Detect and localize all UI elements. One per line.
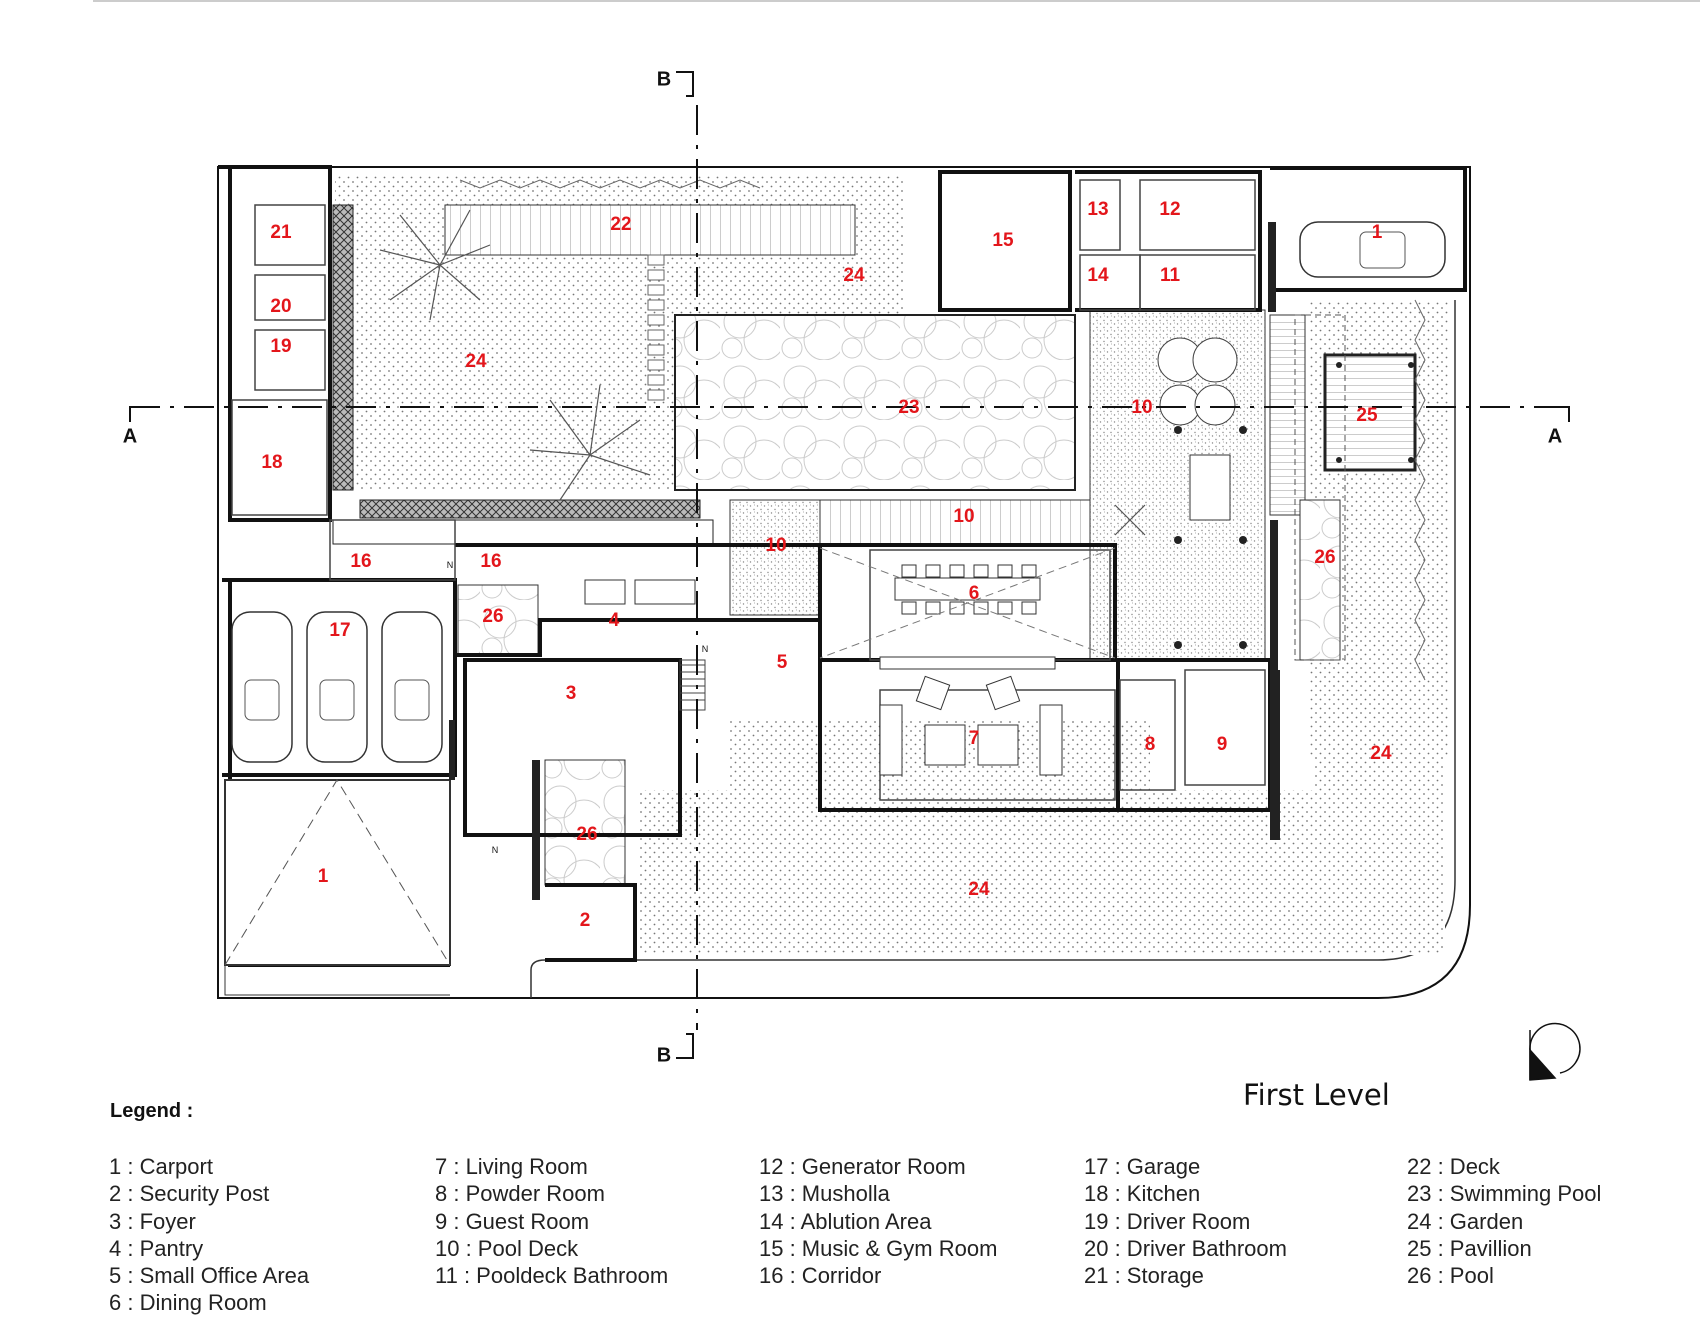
room-label-kitchen: 18 [261,452,282,473]
room-label-music-gym: 15 [992,230,1014,251]
room-label-garden: 24 [968,879,990,900]
legend-item: 8 : Powder Room [435,1181,605,1207]
room-label-swimming-pool: 23 [898,397,919,418]
room-label-garden: 24 [1370,743,1392,764]
section-marker-a-left: A [123,425,137,447]
room-label-garage: 17 [329,620,350,641]
legend-item: 20 : Driver Bathroom [1084,1235,1287,1261]
room-label-office: 5 [777,652,788,673]
legend-item: 4 : Pantry [109,1235,204,1261]
legend-item: 7 : Living Room [435,1154,588,1179]
legend-item: 11 : Pooldeck Bathroom [435,1263,669,1289]
room-label-generator: 12 [1159,199,1180,220]
room-label-corridor: 16 [480,551,501,572]
section-marker-a-right: A [1548,425,1562,447]
legend-column: 1 : Carport 2 : Security Post 3 : Foyer … [109,1153,309,1317]
legend-item: 15 : Music & Gym Room [759,1235,998,1261]
legend-item: 3 : Foyer [109,1208,196,1234]
legend-item: 22 : Deck [1407,1154,1500,1179]
room-label-foyer: 3 [566,683,577,704]
room-label-ablution: 14 [1087,265,1109,286]
north-marker: N [447,560,454,570]
room-label-corridor: 16 [350,551,371,572]
room-label-carport-car: 1 [1372,222,1383,243]
level-title: First Level [1243,1078,1390,1112]
legend-item: 5 : Small Office Area [109,1263,310,1289]
room-label-pool-deck: 10 [765,535,786,556]
room-label-pooldeck-bath: 11 [1160,265,1181,286]
room-label-guest: 9 [1217,734,1228,755]
legend-item: 14 : Ablution Area [759,1208,932,1234]
legend-column: 12 : Generator Room 13 : Musholla 14 : A… [759,1153,997,1289]
room-label-pool: 26 [1314,547,1335,568]
legend-item: 17 : Garage [1084,1154,1201,1179]
section-marker-b-top: B [657,68,671,90]
room-label-living: 7 [969,728,980,749]
north-marker: N [702,644,709,654]
room-label-driver-bath: 20 [270,296,291,317]
room-label-security: 2 [580,910,591,931]
room-label-driver-room: 19 [270,336,291,357]
legend-item: 6 : Dining Room [109,1290,267,1316]
room-label-garden: 24 [843,265,865,286]
legend-item: 12 : Generator Room [759,1154,966,1179]
legend-item: 21 : Storage [1084,1263,1204,1289]
legend-item: 9 : Guest Room [435,1208,590,1234]
legend-heading: Legend : [110,1100,194,1122]
legend-item: 13 : Musholla [759,1181,890,1207]
room-label-pool-deck: 10 [953,506,974,527]
legend-item: 2 : Security Post [109,1181,270,1207]
legend-item: 10 : Pool Deck [435,1235,579,1261]
legend-item: 24 : Garden [1407,1208,1524,1234]
room-label-deck: 22 [610,214,631,235]
legend-column: 7 : Living Room 8 : Powder Room 9 : Gues… [435,1153,668,1289]
legend-item: 1 : Carport [109,1154,213,1179]
legend-item: 25 : Pavillion [1407,1235,1532,1261]
legend-item: 23 : Swimming Pool [1407,1181,1602,1207]
section-marker-b-bottom: B [657,1044,671,1066]
legend-item: 19 : Driver Room [1084,1208,1251,1234]
room-label-pool: 26 [576,824,597,845]
room-label-pool-deck: 10 [1131,397,1152,418]
room-label-carport: 1 [318,866,329,887]
legend-item: 18 : Kitchen [1084,1181,1201,1207]
room-label-dining: 6 [969,583,980,604]
legend-item: 26 : Pool [1407,1263,1494,1289]
room-label-pantry: 4 [609,610,620,631]
legend-item: 16 : Corridor [759,1263,882,1289]
room-label-pool: 26 [482,606,503,627]
room-label-storage: 21 [270,222,292,243]
room-label-garden: 24 [465,351,487,372]
room-label-musholla: 13 [1087,199,1108,220]
room-label-powder: 8 [1145,734,1156,755]
north-marker: N [492,845,499,855]
legend-column: 17 : Garage 18 : Kitchen 19 : Driver Roo… [1084,1153,1287,1289]
room-label-pavillion: 25 [1356,405,1378,426]
north-arrow-icon [1529,1022,1581,1081]
legend-column: 22 : Deck 23 : Swimming Pool 24 : Garden… [1407,1153,1601,1289]
